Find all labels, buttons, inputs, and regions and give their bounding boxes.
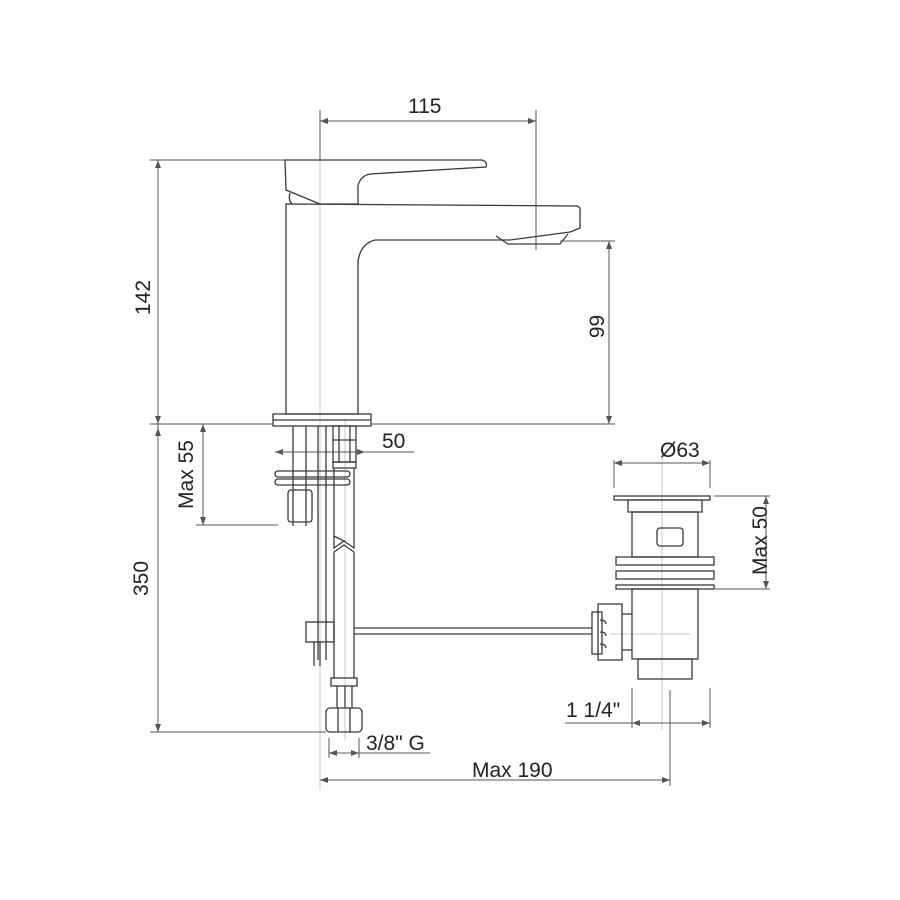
dim-max-deck: Max 55 [174, 440, 198, 509]
dim-waste-max-deck: Max 50 [748, 506, 772, 575]
dimension-arrows [155, 118, 769, 783]
dim-spout-height: 99 [586, 314, 610, 339]
dim-waste-diameter: Ø63 [660, 439, 700, 462]
dim-base-diameter: 50 [382, 430, 406, 453]
dim-max-reach: Max 190 [472, 759, 553, 782]
dimension-lines [150, 110, 770, 786]
dim-total-height: 142 [132, 279, 156, 316]
popup-waste [591, 495, 715, 680]
faucet-body [272, 159, 581, 427]
dim-hose-length: 350 [130, 560, 154, 597]
dim-waste-thread: 1 1/4" [566, 699, 621, 722]
dim-hose-connection: 3/8" G [366, 732, 425, 755]
centerlines [319, 110, 690, 790]
underdeck-assembly [274, 425, 592, 733]
dim-spout-reach: 115 [408, 95, 442, 118]
